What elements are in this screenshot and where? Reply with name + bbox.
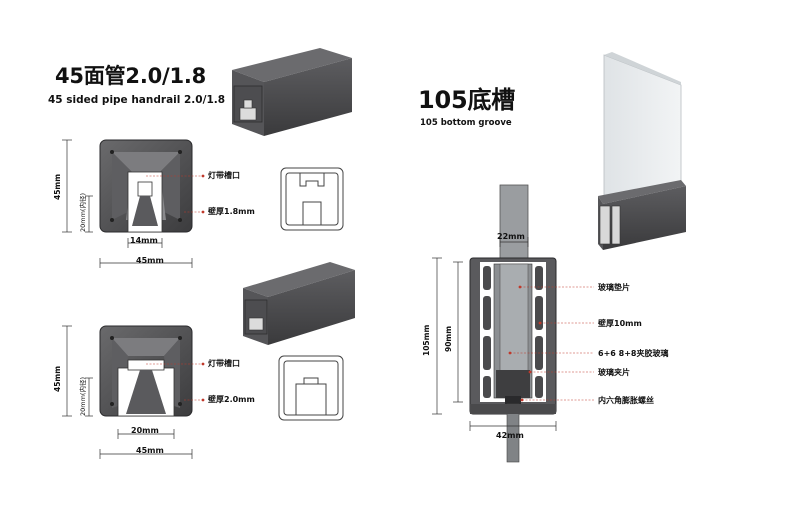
section2-subtitle: 105 bottom groove — [420, 118, 512, 128]
groove-callout-lines — [510, 286, 594, 401]
groove-section — [469, 184, 557, 463]
section2-title: 105底槽 — [418, 86, 516, 114]
profile-a-height-label: 45mm — [53, 173, 62, 200]
profile-b-dimensions — [62, 325, 193, 459]
profile-a-width-label: 45mm — [136, 256, 164, 265]
profile-b-section — [99, 325, 193, 417]
groove-callout-spacer: 玻璃垫片 — [598, 283, 630, 292]
groove-callout-wall: 壁厚10mm — [598, 319, 642, 328]
profile-a-callout-lamp: 灯带槽口 — [208, 171, 240, 180]
groove-callout-glass: 6+6 8+8夹胶玻璃 — [598, 349, 669, 358]
groove-dimensions — [432, 237, 557, 431]
groove-inner-height-label: 90mm — [444, 325, 453, 352]
profile-b-callout-lamp: 灯带槽口 — [208, 359, 240, 368]
groove-top-width-label: 22mm — [497, 232, 525, 241]
profile-a-callout-wall: 壁厚1.8mm — [208, 207, 255, 216]
profile-b-slot-label: 20mm — [131, 426, 159, 435]
profile-a-callout-lines — [146, 175, 203, 213]
groove-callout-bolt: 内六角膨胀螺丝 — [598, 396, 654, 405]
groove-outer-height-label: 105mm — [422, 324, 431, 356]
profile-b-inner-label: 20mm(内径) — [79, 376, 87, 416]
profile-a-dimensions — [62, 139, 193, 268]
profile-a-outline — [280, 167, 344, 231]
section1-title: 45面管2.0/1.8 — [55, 64, 207, 88]
profile-a-slot-label: 14mm — [130, 236, 158, 245]
profile-a-inner-label: 20mm(内径) — [79, 192, 87, 232]
profile-a-section — [99, 139, 193, 233]
profile-b-callout-lines — [146, 363, 203, 401]
pipe-3d-b — [243, 262, 355, 345]
pipe-3d-a — [232, 48, 352, 136]
groove-bottom-width-label: 42mm — [496, 431, 524, 440]
profile-b-outline — [278, 355, 344, 421]
groove-callout-clip: 玻璃夹片 — [598, 368, 630, 377]
profile-b-callout-wall: 壁厚2.0mm — [208, 395, 255, 404]
groove-3d — [598, 52, 686, 250]
profile-b-height-label: 45mm — [53, 365, 62, 392]
section1-subtitle: 45 sided pipe handrail 2.0/1.8 — [48, 94, 226, 106]
profile-b-width-label: 45mm — [136, 446, 164, 455]
